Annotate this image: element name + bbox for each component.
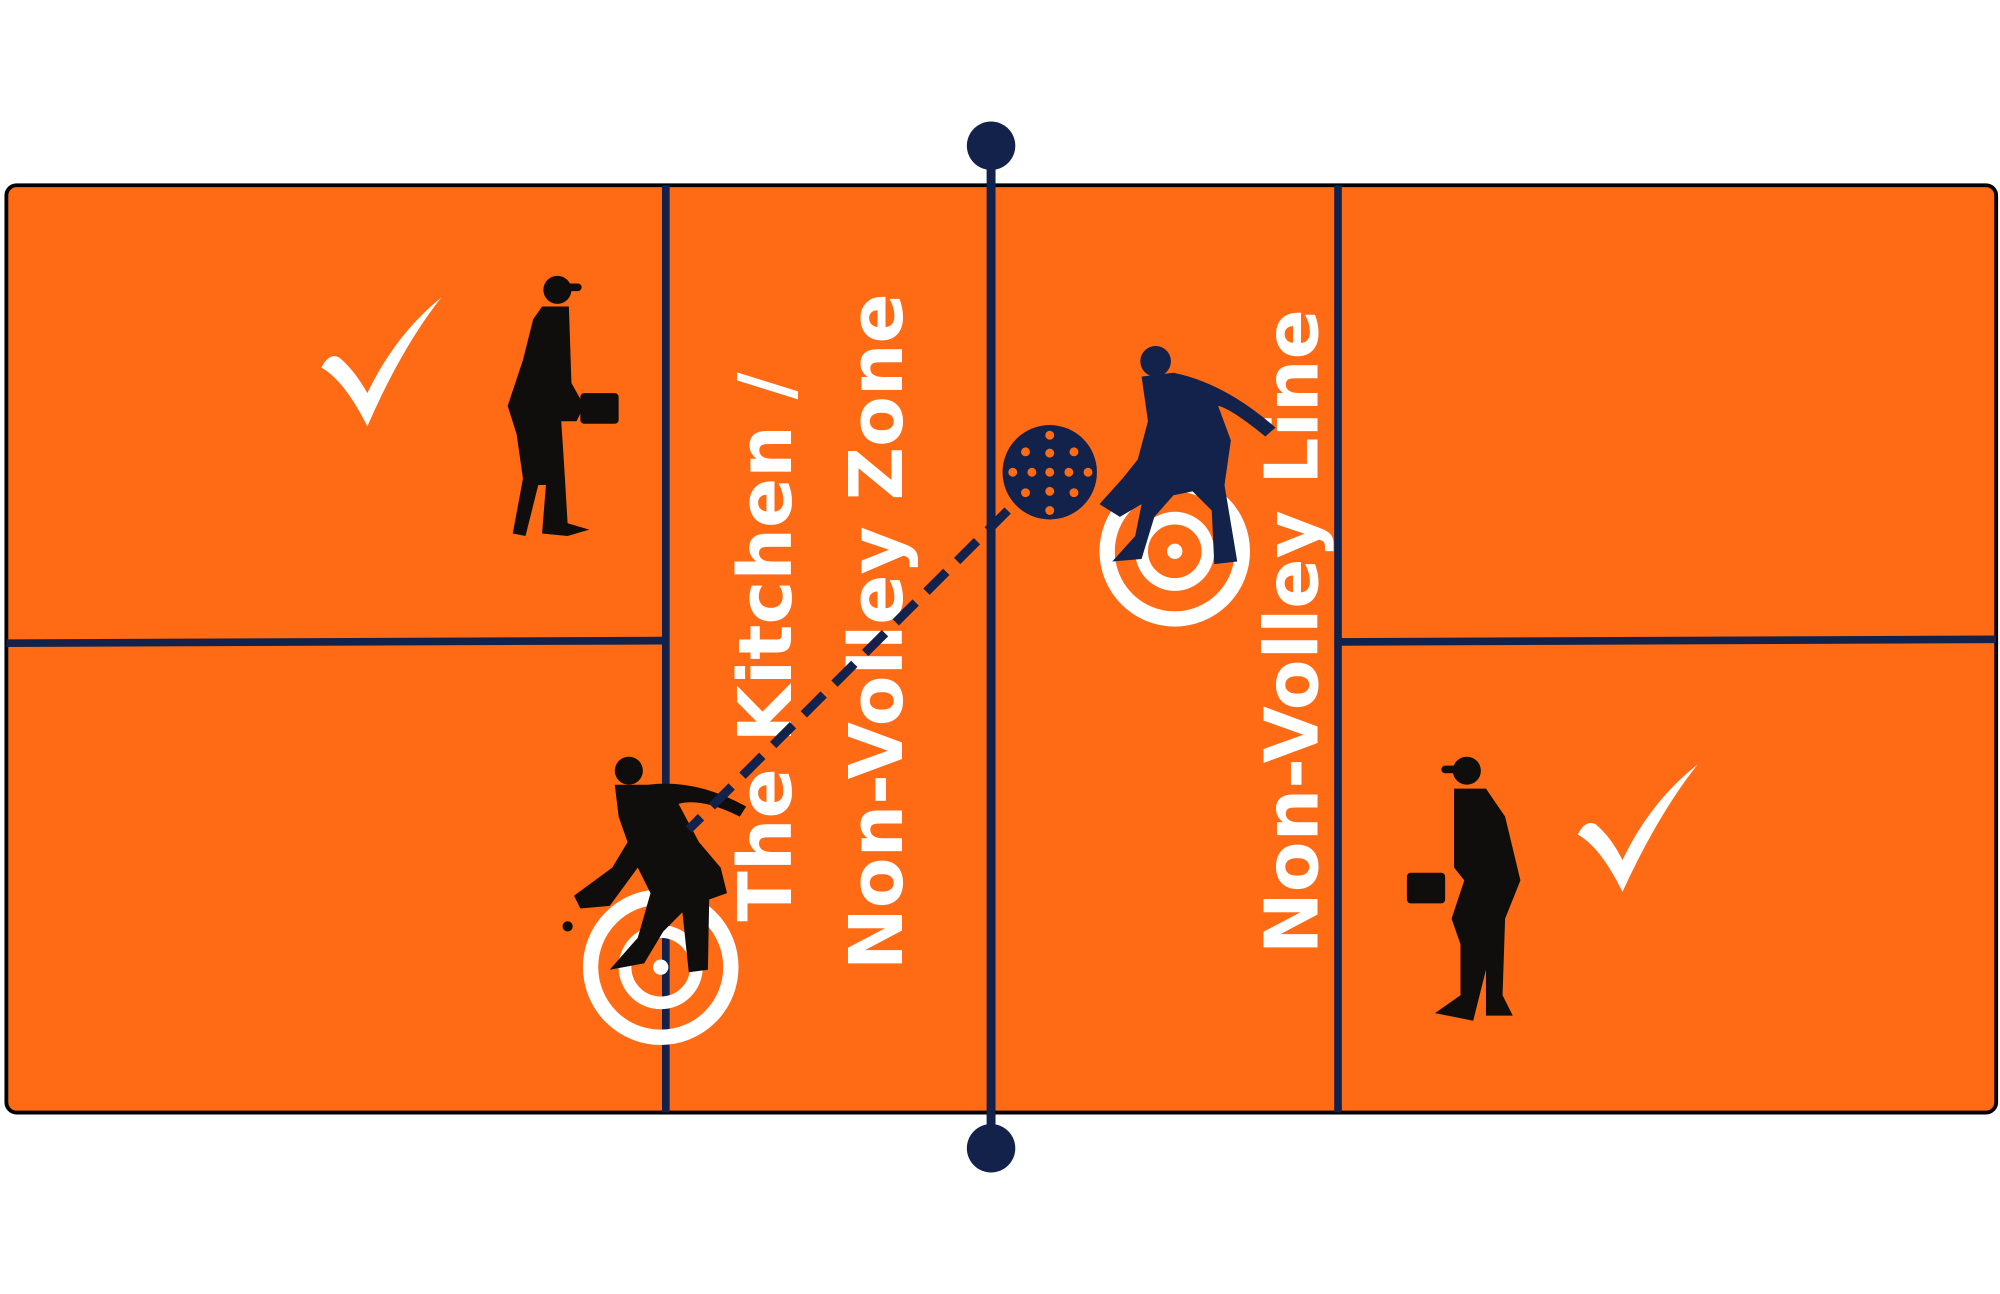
paddle-icon — [685, 425, 1097, 833]
checkmark-icon — [321, 297, 442, 427]
kitchen-label: The Kitchen / — [723, 371, 809, 921]
player-silhouette-icon — [1406, 756, 1521, 1021]
player-silhouette-icon — [1099, 345, 1276, 565]
checkmark-icon — [1577, 764, 1698, 892]
center-line-right — [1337, 635, 1997, 646]
court — [4, 183, 1999, 1115]
player-silhouette-icon — [507, 275, 619, 537]
non-volley-line-label: Non-Volley Line — [1250, 309, 1336, 954]
non-volley-zone-label: Non-Volley Zone — [834, 293, 920, 970]
center-line-left — [6, 636, 666, 647]
net-post-icon — [966, 1124, 1016, 1173]
net-post-icon — [966, 121, 1016, 170]
player-silhouette-icon — [562, 756, 747, 973]
